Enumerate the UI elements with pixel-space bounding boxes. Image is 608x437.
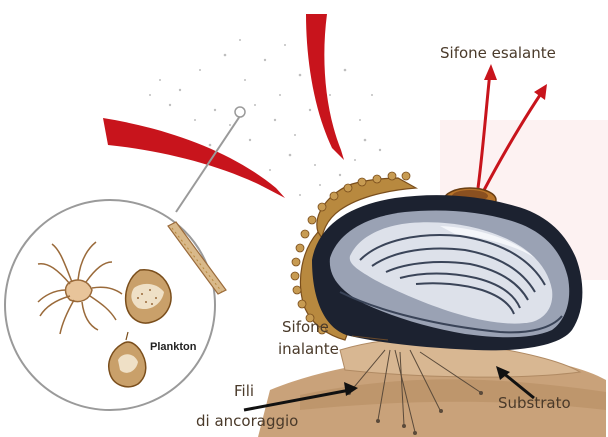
label-plankton: Plankton: [150, 341, 196, 353]
magnifier-pointer-dot: [235, 107, 245, 117]
label-sifone-inalante-line2: inalante: [278, 340, 339, 358]
exhalant-arrowhead-1: [484, 64, 497, 80]
exhalant-arrowhead-2: [534, 84, 547, 100]
label-sifone-esalante: Sifone esalante: [440, 44, 556, 62]
label-fili-line2: di ancoraggio: [196, 412, 298, 430]
suspended-particles: [149, 39, 381, 196]
label-substrato: Substrato: [498, 394, 571, 412]
label-fili-line1: Fili: [234, 382, 254, 400]
label-sifone-inalante-line1: Sifone: [282, 318, 329, 336]
plankton-magnifier: [5, 200, 226, 410]
water-current-arrow-top: [306, 14, 344, 160]
